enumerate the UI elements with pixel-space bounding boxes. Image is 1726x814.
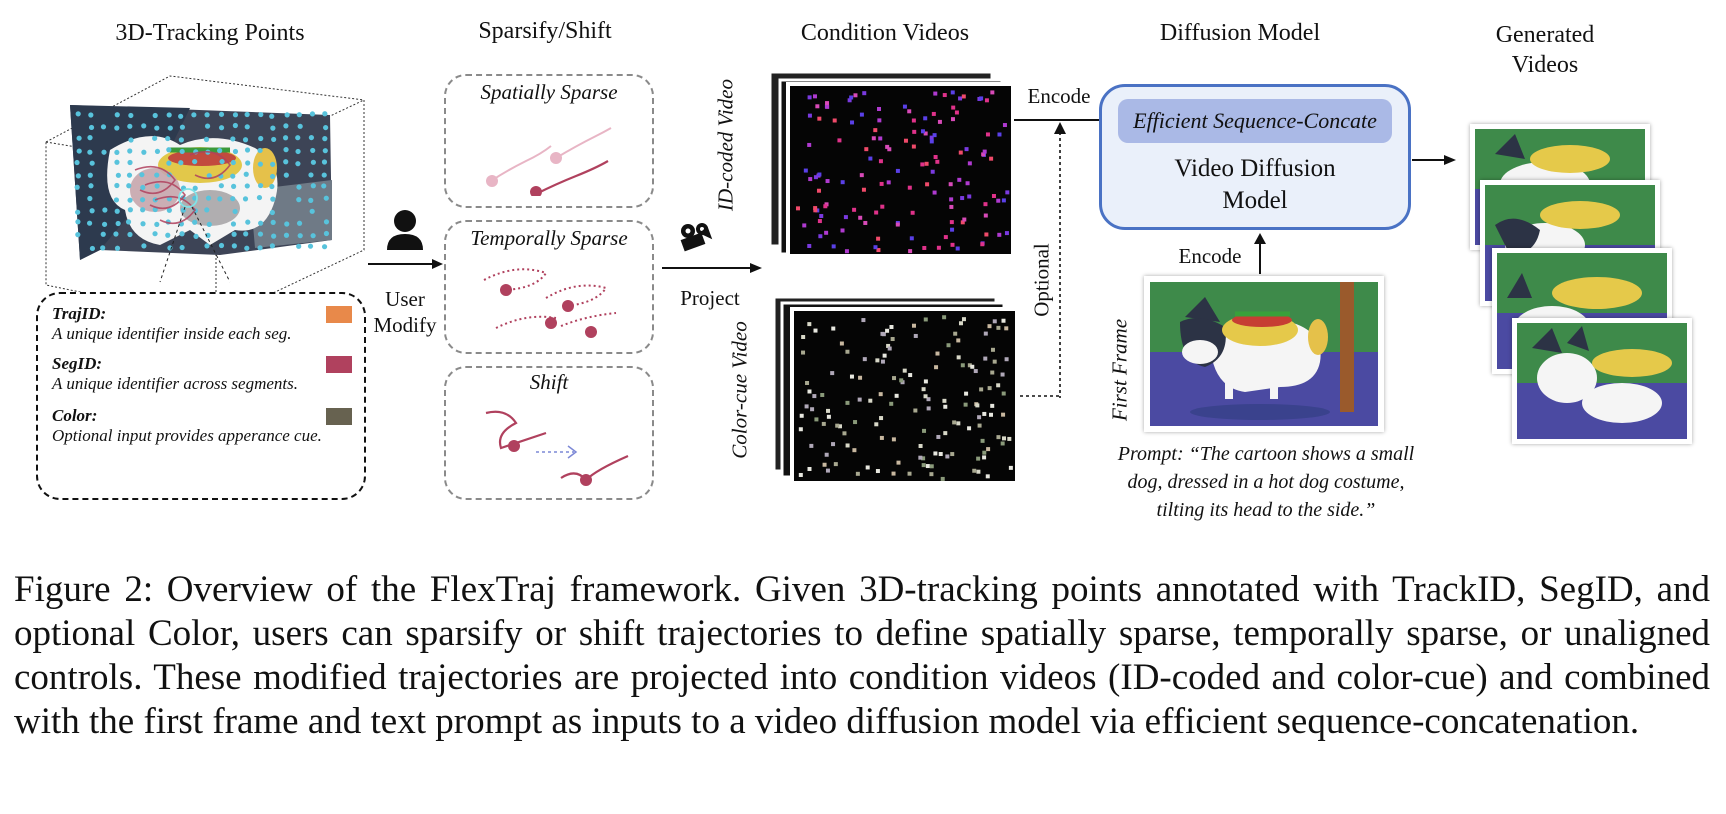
header-generated-line1: Generated bbox=[1495, 22, 1595, 48]
id-coded-video-stack bbox=[768, 70, 1015, 258]
id-coded-points bbox=[795, 90, 1010, 254]
shift-box: Shift bbox=[444, 366, 654, 500]
tracking-dots bbox=[74, 111, 330, 252]
shift-trajectories bbox=[485, 410, 629, 486]
first-frame-label-wrap: First Frame bbox=[1100, 290, 1140, 440]
first-frame-image bbox=[1144, 276, 1384, 432]
header-generated-line2: Videos bbox=[1511, 52, 1579, 78]
trajectory-loops bbox=[134, 150, 232, 225]
user-modify-label: User Modify bbox=[360, 286, 450, 338]
color-cue-video-label-wrap: Color-cue Video bbox=[720, 310, 760, 460]
temporally-sparse-label: Temporally Sparse bbox=[470, 226, 628, 250]
prompt-line3: tilting its head to the side.” bbox=[1156, 499, 1376, 521]
arrow-generated bbox=[1412, 155, 1456, 165]
arrow-user-modify bbox=[368, 259, 443, 269]
first-frame-label: First Frame bbox=[1107, 318, 1132, 422]
project-label: Project bbox=[680, 286, 740, 310]
legend-desc-color: Optional input provides apperance cue. bbox=[52, 426, 322, 445]
shift-label: Shift bbox=[529, 370, 569, 394]
spatially-sparse-label: Spatially Sparse bbox=[480, 80, 618, 104]
header-generated-videos: Generated Videos bbox=[1445, 20, 1645, 80]
user-modify-line1: User bbox=[385, 287, 425, 311]
legend-box: TrajID: A unique identifier inside each … bbox=[36, 292, 366, 500]
header-tracking-points: 3D-Tracking Points bbox=[115, 20, 305, 46]
model-line1: Video Diffusion bbox=[1174, 155, 1336, 182]
legend-swatch-trajid bbox=[326, 305, 352, 323]
header-condition-videos: Condition Videos bbox=[800, 20, 970, 46]
spatial-trajectories bbox=[486, 127, 612, 196]
legend-desc-trajid: A unique identifier inside each seg. bbox=[52, 324, 292, 343]
encode-top-label: Encode bbox=[1027, 84, 1091, 108]
prompt-text: Prompt: “The cartoon shows a small dog, … bbox=[1090, 440, 1442, 524]
legend-title-trajid: TrajID bbox=[52, 304, 101, 323]
arrow-encode-up bbox=[1254, 233, 1266, 274]
id-coded-video-label: ID-coded Video bbox=[713, 79, 738, 211]
temporal-trajectories bbox=[483, 268, 617, 338]
encode-connector bbox=[1014, 114, 1110, 398]
legend-item-trajid: TrajID: A unique identifier inside each … bbox=[52, 304, 352, 344]
user-icon bbox=[387, 210, 423, 250]
optional-label: Optional bbox=[1029, 243, 1054, 317]
legend-swatch-color bbox=[326, 407, 352, 425]
temporally-sparse-box: Temporally Sparse bbox=[444, 220, 654, 354]
diffusion-model-box: Efficient Sequence-Concate Video Diffusi… bbox=[1099, 84, 1411, 230]
color-cue-video-stack bbox=[772, 295, 1019, 485]
user-modify-line2: Modify bbox=[373, 313, 437, 337]
dog-frame-art bbox=[1150, 282, 1378, 426]
id-coded-video-label-wrap: ID-coded Video bbox=[706, 70, 746, 220]
legend-title-color: Color bbox=[52, 406, 92, 425]
legend-title-segid: SegID bbox=[52, 354, 97, 373]
generated-frame-4 bbox=[1512, 318, 1692, 444]
prompt-line1: Prompt: “The cartoon shows a small bbox=[1117, 443, 1415, 465]
header-sparsify-shift: Sparsify/Shift bbox=[478, 18, 612, 44]
tracking-point-cloud bbox=[45, 75, 365, 321]
prompt-line2: dog, dressed in a hot dog costume, bbox=[1127, 471, 1405, 493]
legend-desc-segid: A unique identifier across segments. bbox=[52, 374, 299, 393]
video-diffusion-model-label: Video Diffusion Model bbox=[1102, 153, 1408, 217]
color-cue-points bbox=[798, 315, 1013, 481]
camera-icon bbox=[680, 223, 713, 252]
figure-caption: Figure 2: Overview of the FlexTraj frame… bbox=[14, 569, 1710, 742]
header-diffusion-model: Diffusion Model bbox=[1159, 20, 1321, 46]
optional-label-wrap: Optional bbox=[1022, 243, 1062, 380]
legend-swatch-segid bbox=[326, 355, 352, 373]
spatially-sparse-box: Spatially Sparse bbox=[444, 74, 654, 208]
color-cue-video-label: Color-cue Video bbox=[727, 321, 752, 459]
generated-art-4 bbox=[1517, 323, 1687, 439]
encode-bottom-label: Encode bbox=[1178, 244, 1242, 268]
arrow-project bbox=[662, 263, 762, 273]
generated-video-stack bbox=[1470, 124, 1692, 454]
efficient-sequence-concate: Efficient Sequence-Concate bbox=[1118, 99, 1392, 143]
legend-item-color: Color: Optional input provides apperance… bbox=[52, 406, 352, 446]
legend-item-segid: SegID: A unique identifier across segmen… bbox=[52, 354, 352, 394]
model-line2: Model bbox=[1222, 187, 1288, 214]
